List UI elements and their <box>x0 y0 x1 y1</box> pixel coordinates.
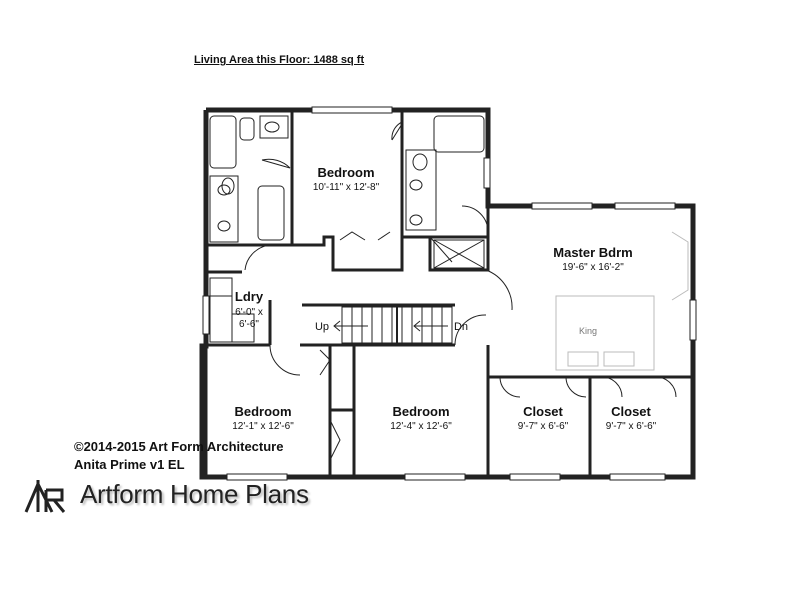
king-bed <box>555 231 689 371</box>
plan-name: Anita Prime v1 EL <box>74 457 185 472</box>
room-dims-laundry-1: 6'-0" x <box>235 307 263 318</box>
room-name-closet-right: Closet <box>611 404 651 419</box>
stair-down-label: Dn <box>454 321 468 333</box>
room-name-master: Master Bdrm <box>553 245 632 260</box>
copyright-text: ©2014-2015 Art Form Architecture <box>74 439 284 454</box>
room-dims-master: 19'-6" x 16'-2" <box>562 262 624 273</box>
room-dims-laundry-2: 6'-6" <box>239 319 259 330</box>
room-dims-closet-left: 9'-7" x 6'-6" <box>518 421 569 432</box>
brand-name: Artform Home Plans <box>80 479 309 509</box>
room-dims-bedroom-top: 10'-11" x 12'-8" <box>313 182 380 193</box>
room-name-bedroom-left: Bedroom <box>234 404 291 419</box>
room-name-closet-left: Closet <box>523 404 563 419</box>
room-name-bedroom-top: Bedroom <box>317 165 374 180</box>
artform-logo-icon <box>24 480 66 513</box>
stair-up-label: Up <box>315 321 329 333</box>
living-area-note: Living Area this Floor: 1488 sq ft <box>194 54 365 66</box>
room-name-laundry: Ldry <box>235 289 264 304</box>
windows <box>202 106 697 481</box>
room-dims-closet-right: 9'-7" x 6'-6" <box>606 421 657 432</box>
room-name-bedroom-mid: Bedroom <box>392 404 449 419</box>
staircase <box>333 306 453 344</box>
bath-fixtures <box>209 115 485 343</box>
room-labels: Bedroom 10'-11" x 12'-8" Master Bdrm 19'… <box>232 165 656 432</box>
copyright-block: ©2014-2015 Art Form Architecture Anita P… <box>74 438 283 474</box>
brand-logo: Artform Home Plans <box>22 478 309 514</box>
room-dims-bedroom-left: 12'-1" x 12'-6" <box>232 421 294 432</box>
room-dims-bedroom-mid: 12'-4" x 12'-6" <box>390 421 452 432</box>
bed-label: King <box>579 326 597 336</box>
doors <box>244 121 677 461</box>
